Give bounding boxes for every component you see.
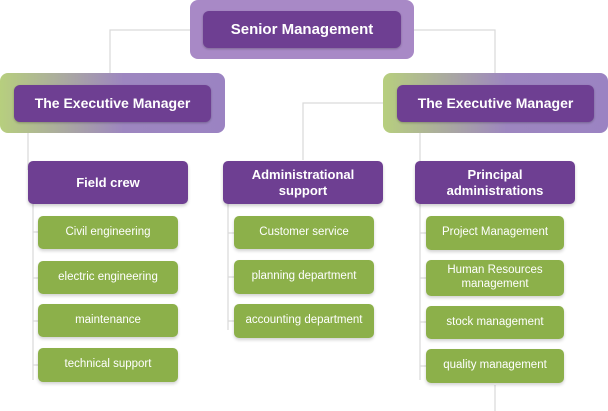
executive-manager-right-label: The Executive Manager (397, 84, 594, 122)
senior-management-label: Senior Management (203, 11, 401, 48)
unit-maintenance: maintenance (38, 304, 178, 337)
unit-civil-engineering: Civil engineering (38, 216, 178, 249)
department-administrational-support: Administrational support (223, 161, 383, 204)
unit-stock-management: stock management (426, 306, 564, 339)
executive-manager-left-node: The Executive Manager (0, 73, 225, 133)
unit-technical-support: technical support (38, 348, 178, 382)
unit-project-management: Project Management (426, 216, 564, 250)
unit-customer-service: Customer service (234, 216, 374, 249)
unit-human-resources-management: Human Resources management (426, 260, 564, 296)
unit-quality-management: quality management (426, 349, 564, 383)
executive-manager-right-node: The Executive Manager (383, 73, 608, 133)
department-principal-administrations: Principal administrations (415, 161, 575, 204)
unit-electric-engineering: electric engineering (38, 261, 178, 294)
department-field-crew: Field crew (28, 161, 188, 204)
unit-accounting-department: accounting department (234, 304, 374, 338)
senior-management-node: Senior Management (190, 0, 414, 59)
unit-planning-department: planning department (234, 260, 374, 294)
executive-manager-left-label: The Executive Manager (14, 84, 211, 122)
